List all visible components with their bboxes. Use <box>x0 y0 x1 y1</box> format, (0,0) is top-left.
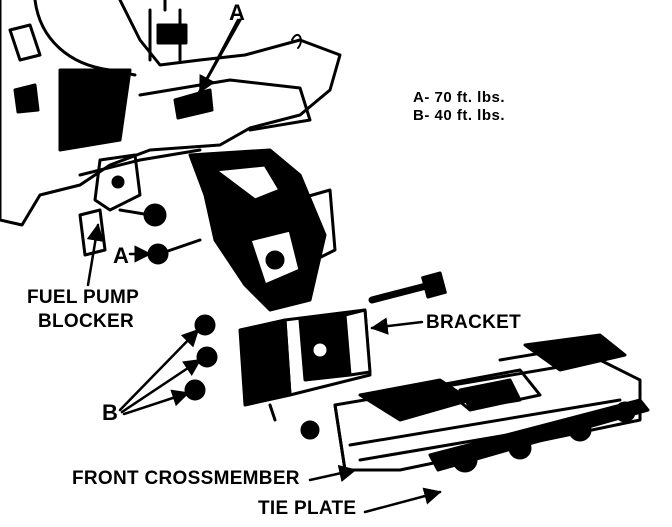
fuel-pump-blocker-label-line1: FUEL PUMP <box>27 287 140 308</box>
b-leader-2 <box>120 358 202 414</box>
engine-mount <box>188 148 337 312</box>
label-b: B <box>102 400 119 425</box>
crossmember-leader <box>308 464 357 482</box>
tie-plate-label: TIE PLATE <box>258 498 357 519</box>
label-a-left: A <box>113 243 130 268</box>
bracket-leader <box>370 317 424 335</box>
through-bolt <box>368 271 447 304</box>
b-fasteners <box>184 314 320 440</box>
torque-spec-b: B- 40 ft. lbs. <box>413 107 506 124</box>
b-leader-3 <box>122 389 190 416</box>
front-crossmember-label: FRONT CROSSMEMBER <box>72 468 300 489</box>
leader-lines <box>86 18 442 514</box>
tie-plate-leader <box>363 487 442 514</box>
b-leader-1 <box>118 328 200 412</box>
torque-spec-a: A- 70 ft. lbs. <box>413 89 506 106</box>
a-top-leader <box>198 18 240 94</box>
fuel-pump-blocker <box>78 153 142 257</box>
bracket <box>238 308 372 422</box>
bracket-label: BRACKET <box>426 312 521 333</box>
fuel-pump-blocker-leader <box>86 223 105 287</box>
engine-block <box>0 0 342 227</box>
tie-plate <box>428 398 650 473</box>
fuel-pump-blocker-label-line2: BLOCKER <box>38 311 135 332</box>
label-a-top: A <box>229 0 246 25</box>
